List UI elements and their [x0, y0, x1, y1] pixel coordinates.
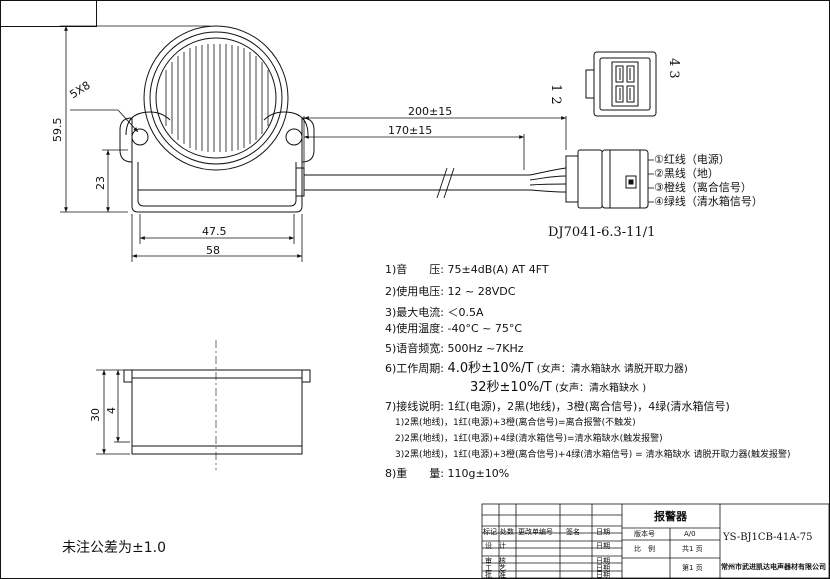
- tb-design: 设 计: [485, 542, 506, 550]
- wire-leaders: [648, 159, 654, 203]
- connector-face-view: [585, 51, 657, 117]
- buzzer-side-view: [123, 340, 311, 470]
- wire-3: ③橙线（离合信号）: [654, 181, 752, 194]
- connector-pins-left: 1 2: [548, 84, 563, 105]
- spec-2: 2)使用电压: 12 ~ 28VDC: [385, 285, 516, 298]
- tb-scale-label: 比 例: [634, 545, 655, 553]
- top-left-box: [0, 0, 97, 27]
- spec-8: 8)重 量: 110g±10%: [385, 467, 510, 480]
- spec-4: 4)使用温度: -40°C ~ 75°C: [385, 322, 523, 335]
- wiring-note-3: 3)2黑(地线)，1红(电源)+3橙(离合信号)+4绿(清水箱信号) = 清水箱…: [395, 450, 791, 460]
- connector-body: [565, 149, 649, 209]
- tb-date-1: 日期: [596, 542, 610, 550]
- tb-product: 报警器: [654, 510, 687, 523]
- tb-approve: 批 准: [485, 571, 506, 579]
- spec-3: 3)最大电流: ＜0.5A: [385, 306, 484, 319]
- tb-page: 第1 页: [682, 564, 703, 572]
- tb-date-2: 日期: [596, 557, 610, 565]
- dim-59-5: 59.5: [51, 117, 64, 143]
- dim-23: 23: [94, 176, 107, 190]
- buzzer-top-view: [119, 25, 315, 213]
- tb-process: 工 艺: [485, 564, 506, 572]
- dim-170: 170±15: [388, 124, 433, 137]
- dim-200: 200±15: [408, 105, 453, 118]
- tb-sign: 签名: [566, 528, 580, 536]
- spec-7: 7)接线说明: 1红(电源)，2黑(地线)，3橙(离合信号)，4绿(清水箱信号): [385, 400, 730, 413]
- tb-date-0: 日期: [596, 528, 610, 536]
- wiring-note-1: 1)2黑(地线)，1红(电源)+3橙(离合信号)=离合报警(不触发): [395, 418, 636, 428]
- dim-47-5: 47.5: [202, 225, 227, 238]
- tb-date-4: 日期: [596, 571, 610, 579]
- title-block-grid: [481, 503, 830, 579]
- dim-58: 58: [206, 244, 220, 257]
- tb-date-3: 日期: [596, 564, 610, 572]
- tb-company: 常州市武进凯达电声器材有限公司: [721, 563, 826, 571]
- spec-6: 6)工作周期: 4.0秒±10%/T (女声：清水箱缺水 请脱开取力器): [385, 361, 688, 376]
- tb-total-pages: 共1 页: [682, 545, 703, 553]
- tolerance-note: 未注公差为±1.0: [62, 540, 166, 556]
- tb-mark: 标记: [483, 528, 497, 536]
- wiring-note-2: 2)2黑(地线)，1红(电源)+4绿(清水箱信号)=清水箱缺水(触发报警): [395, 434, 663, 444]
- tb-change-no: 更改单编号: [518, 528, 553, 536]
- wire-2: ②黑线（地）: [654, 167, 719, 180]
- tb-review: 审 核: [485, 557, 506, 565]
- connector-pins-right: 4 3: [666, 58, 681, 79]
- spec-5: 5)语音频宽: 500Hz ~7KHz: [385, 342, 524, 355]
- side-dimension-lines: [96, 369, 130, 455]
- dimension-lines: [60, 25, 567, 262]
- tb-version-label: 版本号: [634, 530, 655, 538]
- spec-6b: 32秒±10%/T (女声：清水箱缺水 ): [470, 380, 647, 395]
- tb-part-no: YS-BJ1CB-41A-75: [723, 532, 813, 543]
- dim-30: 30: [89, 408, 102, 422]
- wire-1: ①红线（电源）: [654, 153, 730, 166]
- spec-1: 1)音 压: 75±4dB(A) AT 4FT: [385, 263, 549, 276]
- tb-version: A/0: [684, 530, 696, 538]
- dim-4: 4: [105, 407, 118, 414]
- tb-count: 处数: [500, 528, 514, 536]
- connector-model: DJ7041-6.3-11/1: [548, 225, 656, 240]
- wire-4: ④绿线（清水箱信号）: [654, 195, 763, 208]
- cable: [304, 167, 567, 199]
